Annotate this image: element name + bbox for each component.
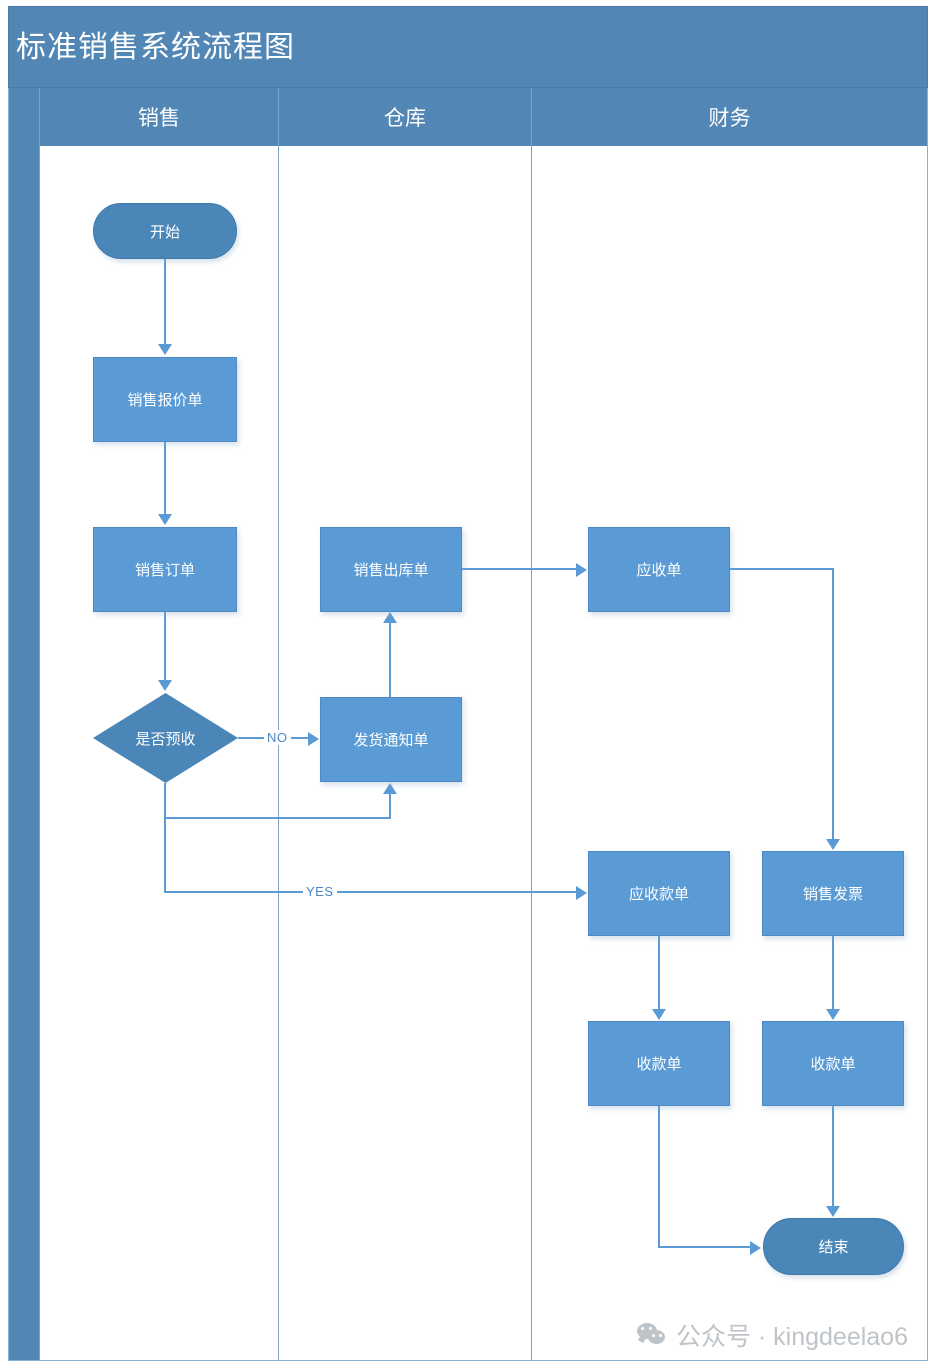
edge-quote-order-arrow: [158, 514, 172, 525]
edge-start-quote-line: [164, 259, 166, 345]
edge-receipt1-down: [658, 1106, 660, 1247]
edge-label-yes: YES: [303, 884, 337, 899]
edge-delivery-outbound-arrow: [383, 612, 397, 623]
node-receipt-from-invoice[interactable]: 收款单: [762, 1021, 904, 1106]
edge-receipt2-end-line: [832, 1106, 834, 1207]
edge-order-decision-arrow: [158, 680, 172, 691]
edge-receivable-down: [832, 568, 834, 840]
edge-decision-up-delivery: [389, 793, 391, 818]
wechat-icon: [636, 1323, 667, 1347]
edge-receipt1-end-arrow: [750, 1241, 761, 1255]
watermark-text: 公众号 · kingdeelao6: [675, 1323, 908, 1351]
lane-header-sales: 销售: [39, 88, 278, 146]
lane-header-warehouse: 仓库: [278, 88, 531, 146]
node-sales-quote[interactable]: 销售报价单: [93, 357, 237, 442]
node-end[interactable]: 结束: [763, 1218, 904, 1275]
diagram-title-bar: [8, 6, 928, 88]
edge-yes-arrow: [576, 886, 587, 900]
node-decision-prepayment[interactable]: 是否预收: [93, 693, 238, 783]
watermark: 公众号 · kingdeelao6: [636, 1317, 908, 1353]
edge-label-no: NO: [264, 730, 291, 745]
node-sales-invoice[interactable]: 销售发票: [762, 851, 904, 936]
edge-no-arrow: [308, 732, 319, 746]
edge-yes-right: [164, 891, 580, 893]
edge-invoice-receipt2-line: [832, 935, 834, 1010]
edge-receipt2-end-arrow: [826, 1206, 840, 1217]
swimlane-left-band: [9, 88, 39, 1360]
edge-receivable-right: [730, 568, 834, 570]
lane-header-finance: 财务: [531, 88, 927, 146]
edge-outbound-receivable-arrow: [576, 563, 587, 577]
edge-yes-down: [164, 817, 166, 892]
edge-quote-order-line: [164, 442, 166, 515]
edge-outbound-receivable-line: [462, 568, 577, 570]
lane-body-finance: [531, 146, 927, 1360]
lane-body-warehouse: [278, 146, 531, 1360]
edge-delivery-outbound-line: [389, 623, 391, 697]
edge-order-decision-line: [164, 612, 166, 681]
node-sales-outbound[interactable]: 销售出库单: [320, 527, 462, 612]
node-start[interactable]: 开始: [93, 203, 237, 259]
lane-body-sales: [39, 146, 278, 1360]
edge-decision-delivery-arrow: [383, 783, 397, 794]
decision-label: 是否预收: [135, 730, 196, 748]
edge-receipt1-right: [658, 1246, 752, 1248]
edge-decision-down-1: [164, 783, 166, 819]
edge-arbill-receipt1-arrow: [652, 1009, 666, 1020]
edge-start-quote-arrow: [158, 344, 172, 355]
edge-receivable-invoice-arrow: [826, 839, 840, 850]
node-sales-order[interactable]: 销售订单: [93, 527, 237, 612]
diagram-title: 标准销售系统流程图: [16, 31, 295, 64]
node-delivery-notice[interactable]: 发货通知单: [320, 697, 462, 782]
node-receivable[interactable]: 应收单: [588, 527, 730, 612]
edge-arbill-receipt1-line: [658, 935, 660, 1010]
node-receipt-from-ar[interactable]: 收款单: [588, 1021, 730, 1106]
node-ar-bill[interactable]: 应收款单: [588, 851, 730, 936]
edge-decision-right-1: [164, 817, 391, 819]
edge-invoice-receipt2-arrow: [826, 1009, 840, 1020]
